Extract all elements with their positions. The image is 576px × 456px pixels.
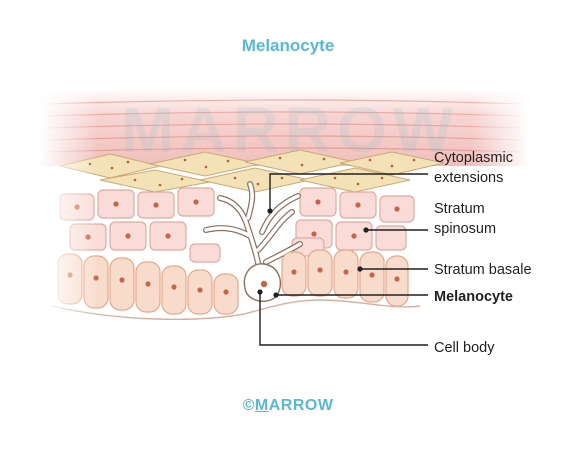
edge-fade <box>40 80 530 330</box>
label-cell-body: Cell body <box>434 340 495 356</box>
leader-dot-cytoplasmic <box>267 208 273 214</box>
leader-cytoplasmic <box>269 173 428 211</box>
copyright-brand: ©MARROW <box>0 397 576 415</box>
label-melanocyte: Melanocyte <box>434 289 513 305</box>
leader-dot-melanocyte <box>273 292 279 298</box>
diagram-title: Melanocyte <box>241 36 335 55</box>
label-cytoplasmic-line1: Cytoplasmic <box>434 150 513 166</box>
label-cytoplasmic-extensions: Cytoplasmic extensions <box>434 148 513 188</box>
copyright-symbol: © <box>242 397 255 414</box>
label-spinosum-line1: Stratum <box>434 201 485 217</box>
label-stratum-spinosum: Stratum spinosum <box>434 199 496 239</box>
leader-dot-spinosum <box>363 227 369 233</box>
label-cytoplasmic-line2: extensions <box>434 170 504 186</box>
label-spinosum-line2: spinosum <box>434 221 497 237</box>
brand-initial: M <box>254 397 269 414</box>
brand-rest: ARROW <box>268 397 334 414</box>
label-stratum-basale: Stratum basale <box>434 262 532 278</box>
watermark: MARROW <box>121 94 459 166</box>
leader-cell-body <box>259 292 428 346</box>
leader-dot-basale <box>357 266 363 272</box>
leader-dot-cell-body <box>257 289 263 295</box>
